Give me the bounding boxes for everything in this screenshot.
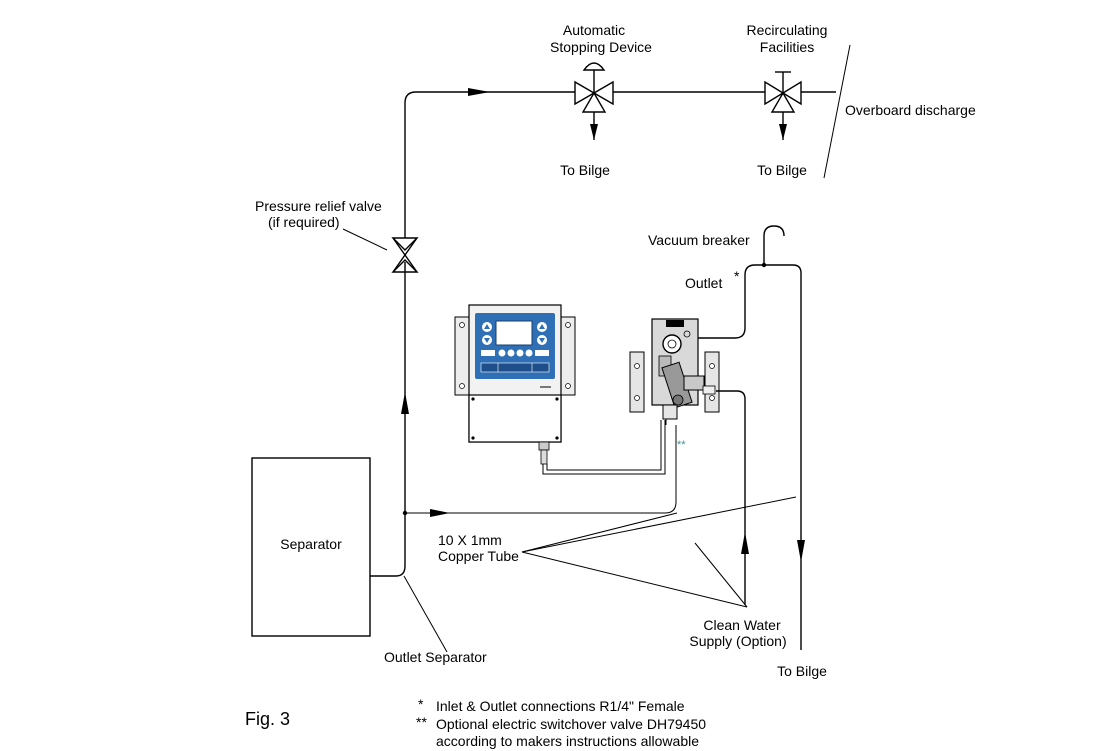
label-copper-tube-1: 10 X 1mm: [438, 532, 502, 548]
hull-line: [823, 44, 851, 179]
sample-line: [402, 425, 677, 517]
note-text-1: Inlet & Outlet connections R1/4" Female: [436, 698, 685, 714]
control-panel-face: [475, 313, 555, 379]
signal-cable: [542, 420, 666, 475]
copper-tube-leaders: [521, 496, 797, 608]
note-text-3: according to makers instructions allowab…: [436, 733, 699, 749]
oil-content-sensor: [629, 318, 720, 425]
figure-label: Fig. 3: [245, 709, 290, 729]
label-separator: Separator: [280, 536, 342, 552]
label-to-bilge-2: To Bilge: [757, 162, 807, 178]
note-text-2: Optional electric switchover valve DH794…: [436, 716, 706, 732]
label-automatic-stopping-1: Automatic: [563, 22, 625, 38]
flow-arrow-vertical: [401, 392, 409, 414]
indicator-led: [498, 349, 506, 357]
clean-water-line: [716, 390, 749, 605]
label-pressure-relief-1: Pressure relief valve: [255, 198, 382, 214]
label-overboard-discharge: Overboard discharge: [845, 102, 976, 118]
recirculating-valve-icon: [764, 71, 802, 140]
label-clean-water-2: Supply (Option): [689, 633, 786, 649]
pressure-relief-valve-icon: [342, 228, 419, 273]
label-outlet-star: *: [734, 268, 740, 284]
label-double-star: **: [677, 439, 686, 451]
flow-arrow-top: [468, 88, 490, 96]
label-copper-tube-2: Copper Tube: [438, 548, 519, 564]
note-mark-2: **: [416, 714, 427, 730]
label-recirculating-2: Facilities: [760, 39, 814, 55]
note-mark-1: *: [418, 696, 424, 712]
label-vacuum-breaker: Vacuum breaker: [648, 232, 750, 248]
label-to-bilge-1: To Bilge: [560, 162, 610, 178]
indicator-led: [507, 349, 515, 357]
label-outlet: Outlet: [685, 275, 722, 291]
indicator-led: [516, 349, 524, 357]
automatic-stopping-valve-icon: [574, 62, 614, 140]
label-outlet-separator: Outlet Separator: [384, 649, 487, 665]
discharge-pipe: [370, 88, 836, 577]
label-automatic-stopping-2: Stopping Device: [550, 39, 652, 55]
label-clean-water-1: Clean Water: [703, 617, 781, 633]
control-unit: [454, 304, 576, 465]
indicator-led: [525, 349, 533, 357]
separator-box: [251, 457, 371, 637]
outlet-line: [698, 225, 805, 650]
outlet-separator-leader: [403, 575, 448, 653]
control-display: [495, 320, 533, 346]
label-to-bilge-3: To Bilge: [777, 663, 827, 679]
label-recirculating-1: Recirculating: [747, 22, 828, 38]
label-pressure-relief-2: (if required): [268, 214, 340, 230]
